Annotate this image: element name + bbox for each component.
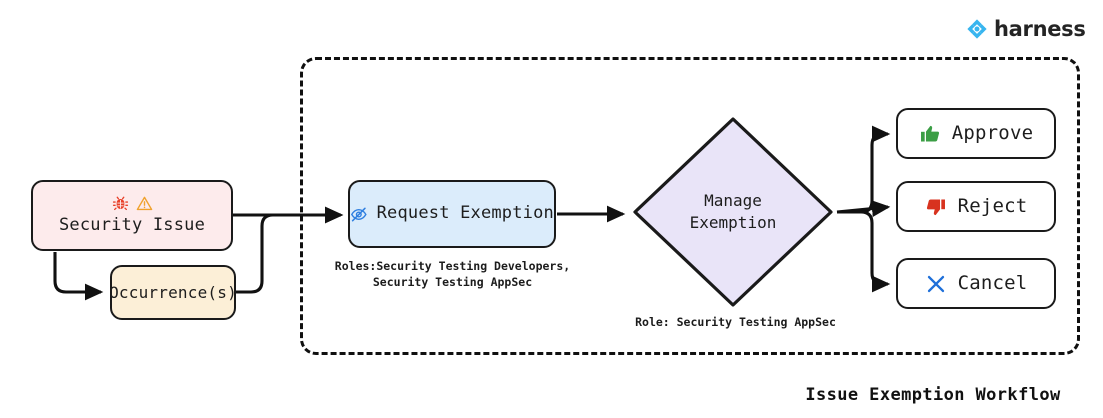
node-cancel-label: Cancel (957, 271, 1028, 294)
node-reject[interactable]: Reject (896, 181, 1056, 232)
exemption-workflow-group-container (300, 57, 1080, 355)
node-security-issue[interactable]: Security Issue (31, 180, 233, 251)
bug-icon (112, 196, 128, 211)
thumbs-down-icon (926, 198, 945, 215)
harness-diamond-logo-icon (967, 19, 987, 39)
eye-slash-icon (350, 207, 367, 221)
node-request-exemption[interactable]: Request Exemption (348, 180, 556, 248)
node-security-issue-label: Security Issue (58, 214, 206, 235)
node-reject-label: Reject (957, 194, 1028, 217)
node-manage-exemption-label: Manage Exemption (689, 191, 777, 232)
node-approve[interactable]: Approve (896, 108, 1056, 159)
x-cross-icon (927, 275, 944, 292)
node-request-exemption-label: Request Exemption (376, 203, 554, 224)
caption-request-exemption-roles: Roles:Security Testing Developers, Secur… (334, 259, 571, 289)
security-issue-icon-row (112, 195, 153, 213)
harness-wordmark: harness (994, 16, 1086, 41)
node-manage-exemption[interactable]: Manage Exemption (630, 114, 836, 310)
warning-triangle-icon (136, 197, 152, 211)
harness-brand: harness (966, 18, 1086, 40)
node-occurrences-label: Occurrence(s) (109, 282, 237, 302)
thumbs-up-icon (920, 125, 939, 142)
edge-security-issue-to-occurrences (53, 252, 104, 301)
node-approve-label: Approve (951, 121, 1034, 144)
node-cancel[interactable]: Cancel (896, 258, 1056, 309)
caption-manage-exemption-role: Role: Security Testing AppSec (635, 315, 836, 329)
manage-exemption-diamond-shape (633, 117, 833, 307)
diagram-title: Issue Exemption Workflow (805, 385, 1061, 405)
node-occurrences[interactable]: Occurrence(s) (109, 265, 237, 320)
